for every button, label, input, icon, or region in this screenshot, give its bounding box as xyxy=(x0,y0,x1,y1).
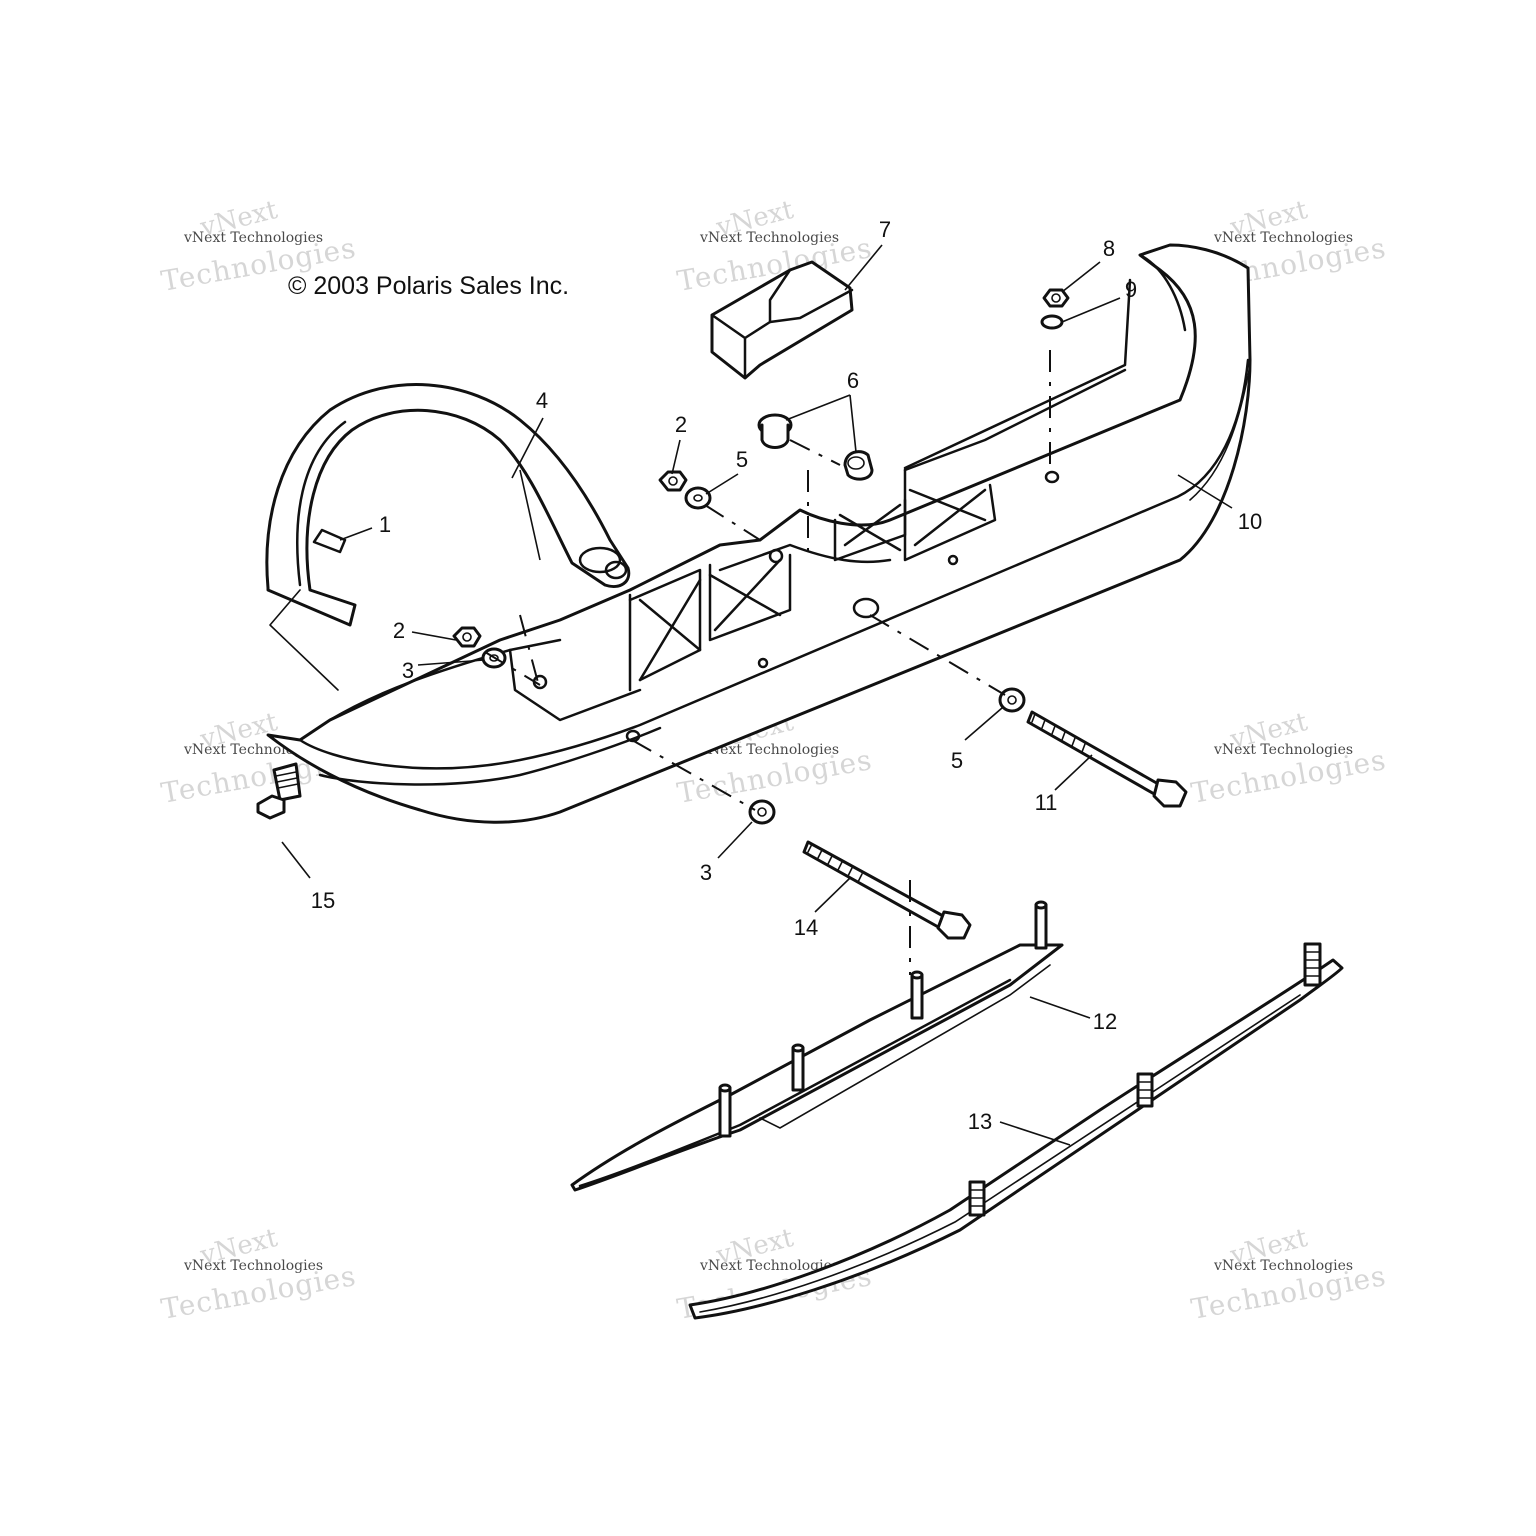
callout-12: 12 xyxy=(1093,1009,1117,1034)
nut-part-2-lower xyxy=(452,626,482,648)
bushing-part-6-lower xyxy=(843,450,874,481)
leader-lines xyxy=(281,244,1233,1146)
callout-4: 4 xyxy=(536,388,548,413)
skag-part-13 xyxy=(688,942,1344,1320)
callout-1: 1 xyxy=(379,512,391,537)
ski-body-part-10 xyxy=(266,243,1252,824)
skag-studs xyxy=(968,942,1322,1217)
washer-part-5-upper xyxy=(684,486,712,510)
bushing-part-6-upper xyxy=(757,413,793,449)
runner-studs xyxy=(718,900,1048,1138)
washer-part-3-lower xyxy=(748,799,776,825)
ski-loop-part-4 xyxy=(265,383,631,691)
callout-15: 15 xyxy=(311,888,335,913)
bolt-part-11 xyxy=(1026,710,1188,808)
copyright-notice: © 2003 Polaris Sales Inc. xyxy=(288,272,570,300)
callout-13: 13 xyxy=(968,1109,992,1134)
callout-3-lower: 3 xyxy=(700,860,712,885)
callout-5-upper: 5 xyxy=(736,447,748,472)
bolt-part-14 xyxy=(802,840,972,940)
ski-saddle-part-7 xyxy=(710,260,854,380)
callout-numbers: 1 2 2 3 3 4 5 5 6 7 8 9 10 11 12 13 14 1… xyxy=(311,217,1262,1134)
callout-7: 7 xyxy=(879,217,891,242)
runner-part-12 xyxy=(570,900,1064,1192)
callout-3-upper: 3 xyxy=(402,658,414,683)
callout-8: 8 xyxy=(1103,236,1115,261)
rivet-part-1 xyxy=(312,528,347,554)
nut-part-2-upper xyxy=(658,470,688,492)
washer-part-9 xyxy=(1040,314,1064,330)
callout-9: 9 xyxy=(1125,277,1137,302)
callout-6: 6 xyxy=(847,368,859,393)
washer-part-5-lower xyxy=(998,687,1026,713)
callout-11: 11 xyxy=(1035,790,1058,815)
screw-part-15 xyxy=(256,762,302,820)
callout-2-lower: 2 xyxy=(393,618,405,643)
callout-5-lower: 5 xyxy=(951,748,963,773)
callout-2-upper: 2 xyxy=(675,412,687,437)
nut-part-8 xyxy=(1042,288,1070,308)
callout-14: 14 xyxy=(794,915,818,940)
assembly-center-lines xyxy=(484,350,1051,975)
callout-10: 10 xyxy=(1238,509,1262,534)
